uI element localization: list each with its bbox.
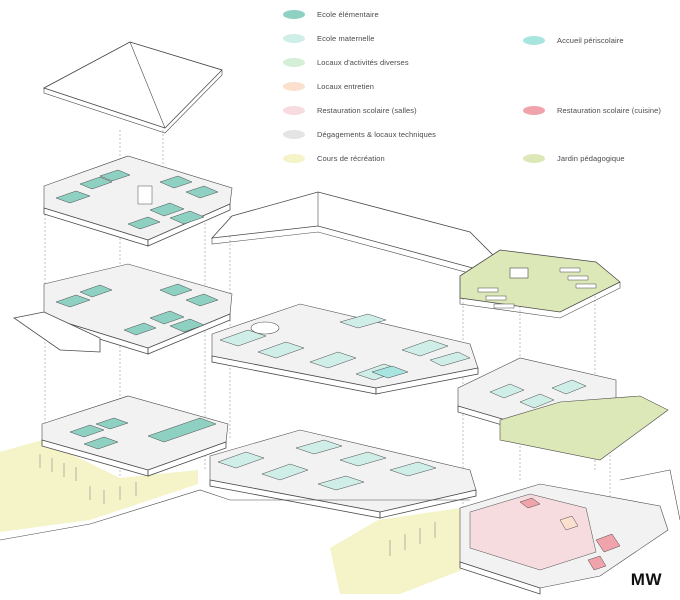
legend: Ecole élémentaire Ecole maternelle Locau… [0,0,680,170]
legend-label: Restauration scolaire (cuisine) [557,105,661,115]
planter-rows [477,267,597,309]
courtyard-posts [39,454,436,556]
legend-label: Ecole maternelle [317,33,375,43]
legend-label: Cours de récréation [317,153,385,163]
floor-right-level-2 [457,357,669,461]
legend-item-ecole-maternelle: Ecole maternelle [283,31,374,45]
locaux-entretien-zone [559,515,579,531]
legend-label: Ecole élémentaire [317,9,379,19]
legend-item-jardin-pedagogique: Jardin pédagogique [523,151,625,165]
site-outline-right [619,469,680,521]
legend-item-cours-recreation: Cours de récréation [283,151,385,165]
courtyard-bottom-right [330,508,462,594]
legend-item-ecole-elementaire: Ecole élémentaire [283,7,379,21]
jardin-pedagogique-zone [499,395,669,461]
legend-label: Accueil périscolaire [557,35,624,45]
legend-item-locaux-activites: Locaux d'activités diverses [283,55,409,69]
classrooms-elementaire [489,379,587,409]
site-outline [0,489,470,541]
rotunda [250,321,280,335]
planter-box [509,267,529,279]
floor-right-level-1 [459,483,669,595]
legend-swatch [283,105,305,115]
legend-label: Locaux d'activités diverses [317,57,409,67]
stair-core [137,185,153,205]
legend-swatch [523,153,545,163]
legend-swatch [523,105,545,115]
legend-swatch [283,33,305,43]
legend-swatch [523,35,545,45]
legend-swatch [283,57,305,67]
floor-left-level-1 [41,395,229,477]
roof-middle [210,191,501,277]
classrooms-elementaire [55,169,219,230]
legend-item-degagements: Dégagements & locaux techniques [283,127,436,141]
legend-item-restauration-cuisine: Restauration scolaire (cuisine) [523,103,661,117]
classrooms-elementaire [69,417,217,450]
accueil-periscolaire-zone [371,365,409,379]
legend-label: Jardin pédagogique [557,153,625,163]
legend-swatch [283,9,305,19]
legend-label: Dégagements & locaux techniques [317,129,437,139]
floor-middle-level-2 [211,303,479,395]
classrooms-elementaire [55,283,219,336]
legend-item-restauration-salles: Restauration scolaire (salles) [283,103,417,117]
jardin-terrace [459,249,621,319]
courtyard-left [0,440,198,532]
legend-label: Locaux entretien [317,81,375,91]
classrooms-maternelle [217,439,437,491]
legend-swatch [283,153,305,163]
floor-middle-level-1 [209,429,477,519]
legend-swatch [283,129,305,139]
legend-label: Restauration scolaire (salles) [317,105,417,115]
floor-left-level-2 [13,263,233,355]
legend-swatch [283,81,305,91]
floor-left-level-3 [43,155,233,247]
restauration-salles-zone [469,493,597,571]
legend-item-locaux-entretien: Locaux entretien [283,79,374,93]
brand-logo: MW [630,570,662,589]
legend-item-accueil-periscolaire: Accueil périscolaire [523,33,624,47]
kitchen-zones [519,497,621,571]
roof-left [42,41,223,134]
